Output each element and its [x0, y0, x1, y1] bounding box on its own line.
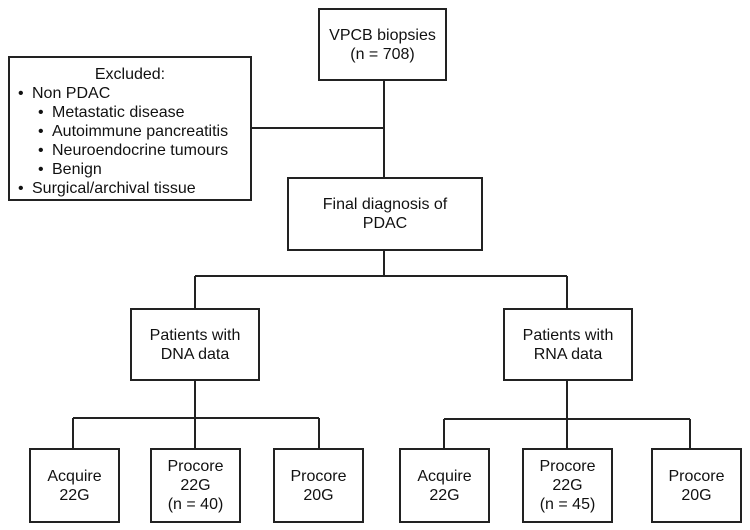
box-line: Patients with	[522, 326, 614, 344]
rna-procore-22g-box: Procore 22G (n = 45)	[522, 448, 613, 523]
box-line: 20G	[303, 486, 334, 504]
box-line: 22G	[429, 486, 460, 504]
vpcb-biopsies-box: VPCB biopsies (n = 708)	[318, 8, 447, 81]
box-line: Final diagnosis of	[322, 196, 448, 213]
box-line: (n = 40)	[167, 496, 224, 513]
excluded-subitem: • Metastatic disease	[10, 103, 250, 122]
box-line: Procore	[290, 467, 347, 485]
box-line: 22G	[552, 477, 583, 494]
box-line: Procore	[167, 458, 224, 475]
dna-data-box: Patients with DNA data	[130, 308, 260, 381]
box-line: RNA data	[533, 345, 603, 363]
excluded-subitem: • Benign	[10, 160, 250, 179]
excluded-box: Excluded: •Non PDAC •Metastatic disease …	[8, 56, 252, 201]
box-line: PDAC	[362, 215, 408, 232]
excluded-item-text: Metastatic disease	[52, 104, 185, 121]
rna-data-box: Patients with RNA data	[503, 308, 633, 381]
box-line: 20G	[681, 486, 712, 504]
rna-procore-20g-box: Procore 20G	[651, 448, 742, 523]
box-line: (n = 708)	[350, 45, 415, 63]
bullet-icon: •	[18, 180, 24, 197]
rna-acquire-22g-box: Acquire 22G	[399, 448, 490, 523]
box-line: Procore	[668, 467, 725, 485]
excluded-item-text: Autoimmune pancreatitis	[52, 123, 229, 140]
excluded-item: • Surgical/archival tissue	[10, 179, 250, 198]
box-line: Patients with	[149, 326, 241, 344]
box-line: Acquire	[47, 467, 102, 485]
box-line: Acquire	[417, 467, 472, 485]
excluded-item-text: Non PDAC	[32, 85, 111, 102]
box-line: VPCB biopsies	[329, 26, 436, 44]
box-line: DNA data	[160, 345, 230, 363]
bullet-icon: •	[38, 161, 44, 178]
excluded-item-text: Neuroendocrine tumours	[52, 142, 229, 159]
dna-procore-20g-box: Procore 20G	[273, 448, 364, 523]
bullet-icon: •	[38, 123, 44, 140]
box-line: (n = 45)	[539, 496, 596, 513]
bullet-icon: •	[18, 85, 24, 102]
bullet-icon: •	[38, 104, 44, 121]
bullet-icon: •	[38, 142, 44, 159]
box-line: 22G	[180, 477, 211, 494]
dna-procore-22g-box: Procore 22G (n = 40)	[150, 448, 241, 523]
final-diagnosis-box: Final diagnosis of PDAC	[287, 177, 483, 251]
excluded-subitem: • Autoimmune pancreatitis	[10, 122, 250, 141]
excluded-item: • Non PDAC	[10, 84, 250, 103]
dna-acquire-22g-box: Acquire 22G	[29, 448, 120, 523]
excluded-title: Excluded:	[94, 66, 166, 83]
excluded-subitem: • Neuroendocrine tumours	[10, 141, 250, 160]
box-line: Procore	[539, 458, 596, 475]
excluded-item-text: Benign	[52, 161, 102, 178]
excluded-item-text: Surgical/archival tissue	[32, 180, 196, 197]
box-line: 22G	[59, 486, 90, 504]
